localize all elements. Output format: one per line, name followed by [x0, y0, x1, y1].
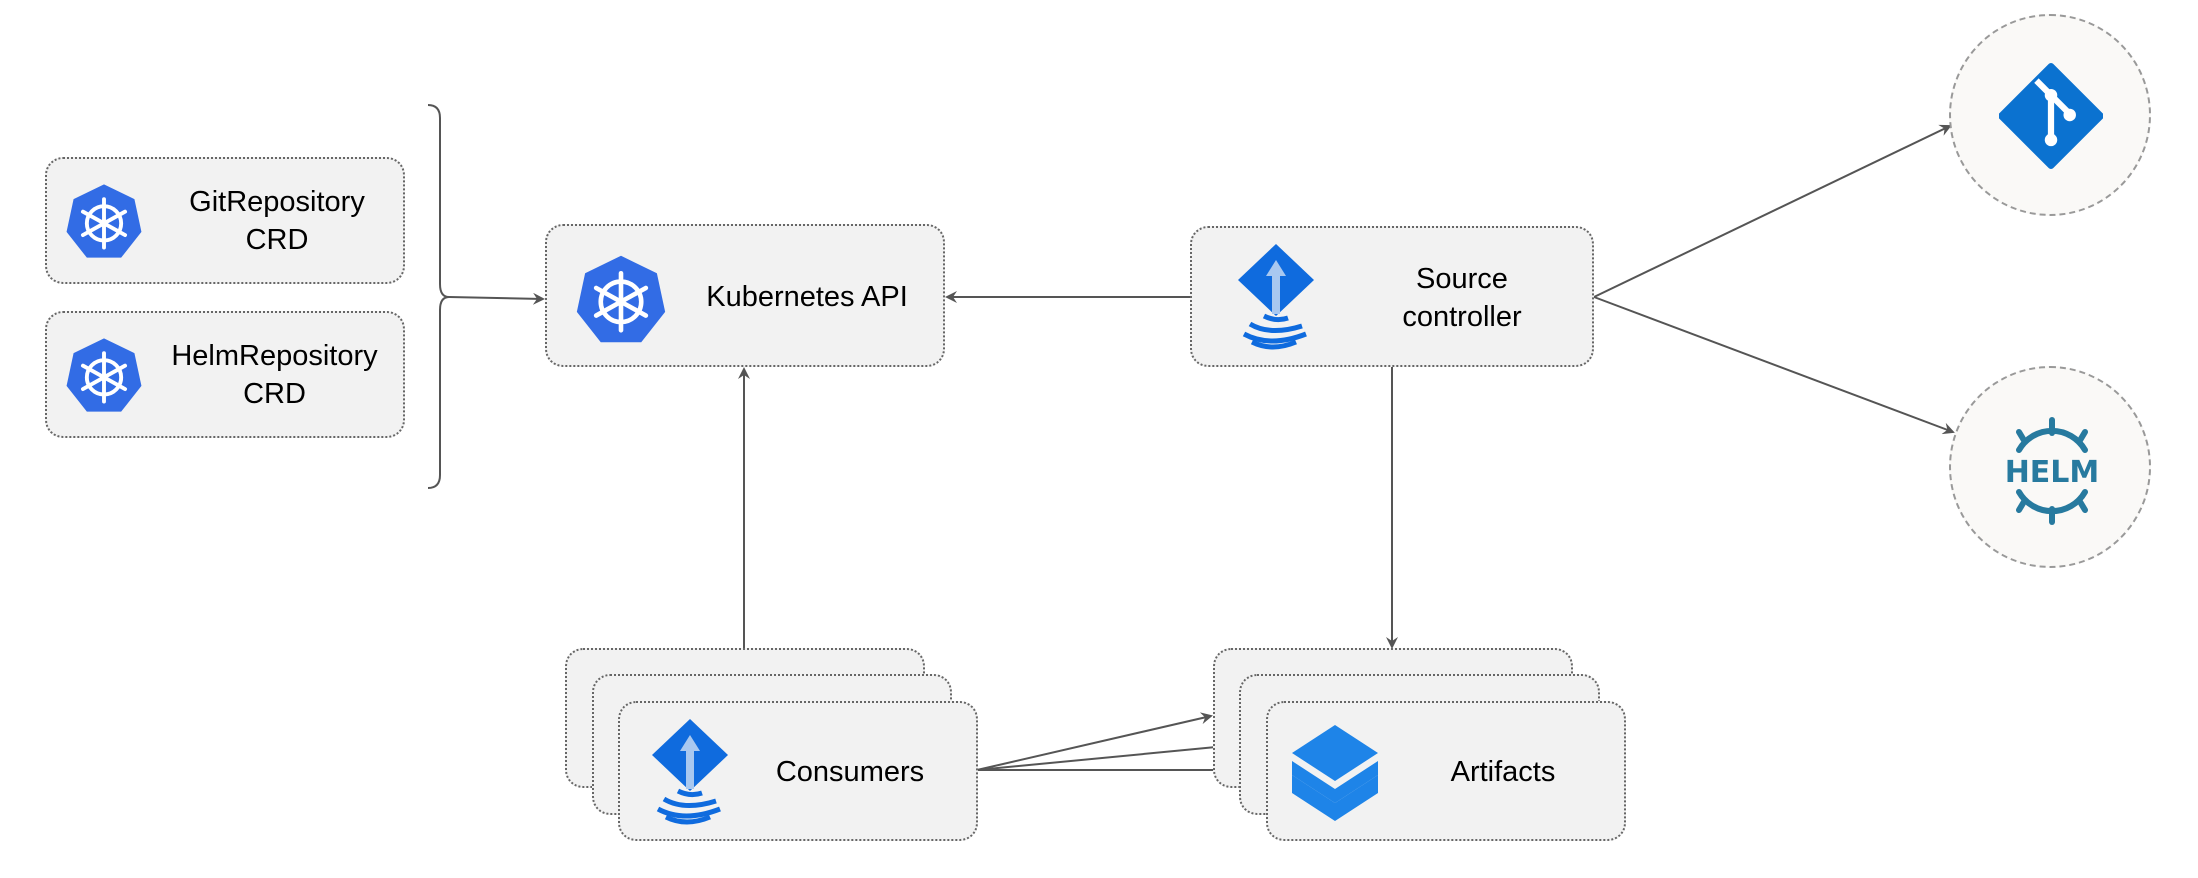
edge-source-to-helm: [1593, 296, 1955, 435]
git-repository-crd-node[interactable]: GitRepository CRD: [45, 157, 405, 284]
flux-icon: [652, 719, 728, 825]
edge-consumers-to-artifact-1: [976, 712, 1213, 771]
crd-brace: [427, 104, 450, 489]
source-controller-node[interactable]: Source controller: [1190, 226, 1594, 367]
git-repository-crd-label-line2: CRD: [245, 224, 309, 256]
git-icon: [1999, 62, 2103, 170]
helm-logo-text: HELM: [2005, 455, 2100, 490]
layers-icon: [1292, 725, 1378, 821]
artifacts-label: Artifacts: [1450, 756, 1556, 788]
git-repository-source[interactable]: [1949, 14, 2151, 216]
kubernetes-api-node[interactable]: Kubernetes API: [545, 224, 945, 367]
source-controller-label-line2: controller: [1402, 301, 1522, 333]
consumers-node[interactable]: Consumers: [618, 701, 978, 841]
helm-repository-crd-label-line1: HelmRepository: [171, 340, 378, 372]
helm-icon: HELM: [2005, 417, 2100, 525]
helm-repository-crd-node[interactable]: HelmRepository CRD: [45, 311, 405, 438]
helm-repository-crd-label-line2: CRD: [243, 378, 306, 410]
edge-crds-to-k8s: [448, 292, 545, 305]
kubernetes-icon: [576, 255, 666, 343]
consumers-label: Consumers: [775, 756, 925, 788]
source-controller-label-line1: Source: [1416, 263, 1508, 295]
flux-icon: [1238, 244, 1314, 350]
helm-repository-source[interactable]: HELM: [1949, 366, 2151, 568]
artifacts-node[interactable]: Artifacts: [1266, 701, 1626, 841]
git-repository-crd-label-line1: GitRepository: [189, 186, 365, 218]
edge-consumers-to-artifact-2: [976, 739, 1239, 771]
kubernetes-icon: [66, 338, 142, 412]
edge-source-to-git: [1593, 124, 1952, 298]
kubernetes-icon: [66, 184, 142, 258]
kubernetes-api-label: Kubernetes API: [706, 281, 908, 313]
